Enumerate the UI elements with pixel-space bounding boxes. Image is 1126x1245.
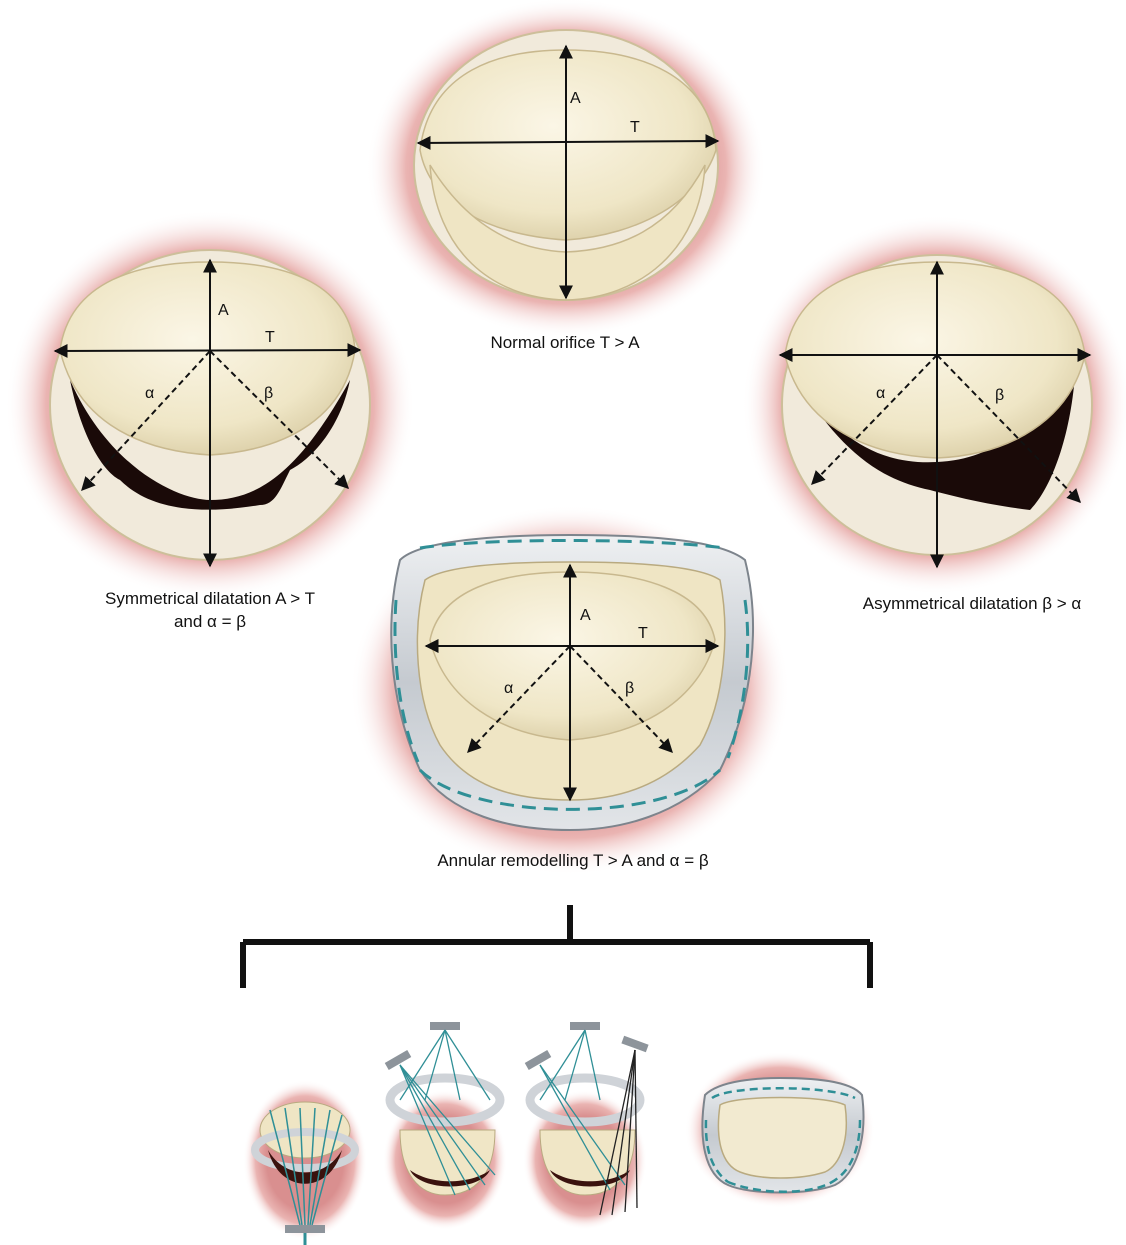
label-a: A (570, 90, 581, 107)
normal-orifice-panel: A T (366, 0, 766, 338)
step-illustration-4 (685, 1052, 875, 1208)
step-illustration-3 (523, 1022, 649, 1230)
label-alpha: α (876, 385, 885, 402)
transverse-axis (55, 350, 360, 351)
label-t: T (265, 329, 275, 346)
asymmetrical-dilatation-caption: Asymmetrical dilatation β > α (822, 593, 1122, 615)
symmetrical-dilatation-caption-line1: Symmetrical dilatation A > T (55, 588, 365, 610)
label-a: A (218, 302, 229, 319)
bracket-connector (243, 905, 870, 988)
label-t: T (630, 119, 640, 136)
label-beta: β (995, 387, 1004, 404)
annular-remodelling-caption: Annular remodelling T > A and α = β (398, 850, 748, 872)
label-beta: β (264, 385, 273, 402)
step-illustration-1 (243, 1080, 367, 1245)
normal-orifice-caption: Normal orifice T > A (460, 332, 670, 354)
annular-remodelling-panel: A T α β (350, 505, 790, 875)
label-beta: β (625, 680, 634, 697)
asymmetrical-dilatation-panel: α β (742, 215, 1126, 595)
label-t: T (638, 625, 648, 642)
label-alpha: α (145, 385, 154, 402)
symmetrical-dilatation-panel: A T α β (5, 210, 415, 600)
step-illustration-2 (383, 1022, 507, 1230)
symmetrical-dilatation-caption-line2: and α = β (55, 611, 365, 633)
label-a: A (580, 607, 591, 624)
label-alpha: α (504, 680, 513, 697)
